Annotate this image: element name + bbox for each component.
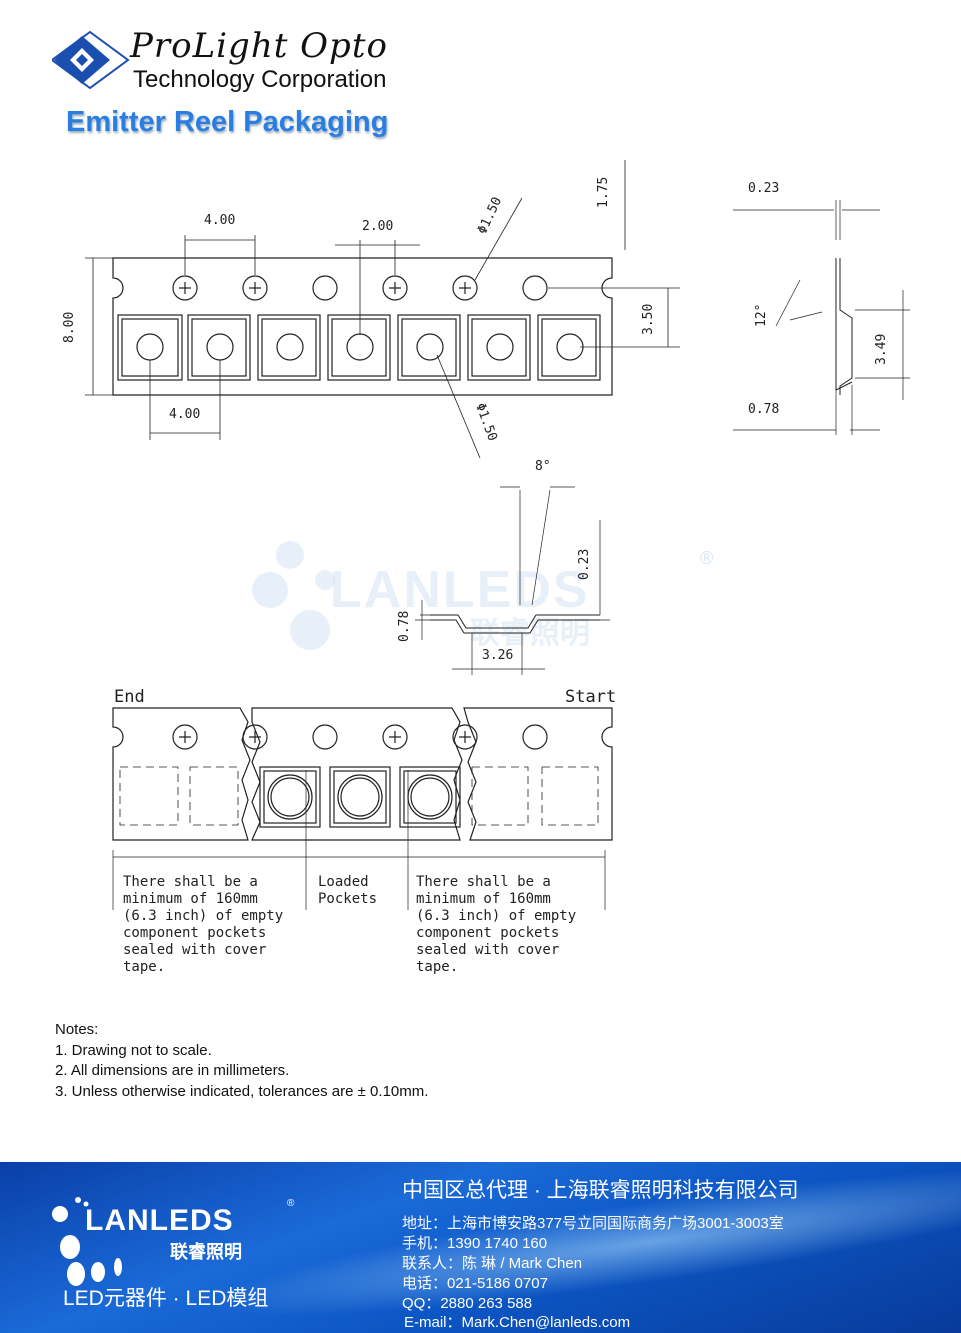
note-item: 3. Unless otherwise indicated, tolerance… [55, 1082, 429, 1100]
footer-contact: 联系人：陈 琳 / Mark Chen [402, 1255, 583, 1272]
sprocket-holes [172, 275, 548, 301]
note-item: 1. Drawing not to scale. [55, 1041, 212, 1059]
watermark-dots-icon [252, 541, 335, 650]
dim-height2: 0.78 [397, 611, 412, 642]
dim-offset-side: 3.50 [641, 304, 656, 335]
footer-company: 中国区总代理 · 上海联睿照明科技有限公司 [402, 1179, 799, 1202]
svg-text:There shall be a: There shall be a [123, 874, 258, 890]
svg-text:(6.3 inch) of empty: (6.3 inch) of empty [416, 908, 576, 924]
svg-text:Pockets: Pockets [318, 891, 377, 907]
svg-text:sealed with cover: sealed with cover [123, 942, 266, 958]
carrier-tape-top [85, 160, 680, 459]
dim-pitch-bottom: 4.00 [169, 407, 200, 422]
footer-qq: QQ：2880 263 588 [402, 1295, 533, 1312]
dim-hole-dia-top: Φ1.50 [475, 195, 505, 237]
dim-thickness2: 0.23 [577, 549, 592, 580]
svg-text:minimum of 160mm: minimum of 160mm [416, 891, 551, 907]
watermark-reg: ® [700, 548, 714, 568]
pocket-profile [415, 486, 610, 675]
dim-depth: 3.49 [874, 334, 889, 365]
svg-text:Loaded: Loaded [318, 874, 369, 890]
end-label: End [114, 687, 145, 707]
svg-text:component pockets: component pockets [416, 925, 559, 941]
dimension-lines [85, 160, 680, 459]
note-item: 2. All dimensions are in millimeters. [55, 1062, 290, 1079]
callout-right: There shall be a minimum of 160mm (6.3 i… [416, 874, 576, 975]
svg-text:tape.: tape. [416, 959, 458, 975]
dim-half-pitch: 2.00 [362, 219, 393, 234]
dim-angle: 12° [754, 304, 769, 327]
pockets [117, 314, 601, 381]
dim-angle2: 8° [535, 459, 551, 474]
footer-banner: LANLEDS ® 联睿照明 LED元器件 · LED模组 中国区总代理 · 上… [0, 1162, 961, 1333]
svg-text:There shall be a: There shall be a [416, 874, 551, 890]
footer-mobile: 手机：1390 1740 160 [402, 1235, 548, 1252]
svg-text:tape.: tape. [123, 959, 165, 975]
dim-thickness: 0.23 [748, 181, 779, 196]
notes: Notes: 1. Drawing not to scale. 2. All d… [55, 1020, 428, 1102]
lanleds-dots-icon [52, 1197, 122, 1286]
svg-text:(6.3 inch) of empty: (6.3 inch) of empty [123, 908, 283, 924]
footer-reg: ® [287, 1198, 295, 1209]
tape-side-view [733, 200, 910, 435]
svg-text:component pockets: component pockets [123, 925, 266, 941]
dim-hole-dia-bottom: Φ1.50 [472, 401, 499, 443]
footer-brand: LANLEDS [85, 1204, 234, 1237]
dim-pitch-top: 4.00 [204, 213, 235, 228]
dim-pocket-width: 3.26 [482, 648, 513, 663]
page-title: Emitter Reel Packaging [66, 106, 389, 138]
tape-drawing: 4.00 2.00 Φ1.50 1.75 8.00 3.50 4.00 Φ1.5… [62, 160, 910, 975]
footer-email[interactable]: E-mail：Mark.Chen@lanleds.com [404, 1314, 631, 1331]
watermark-brand: LANLEDS [330, 561, 590, 619]
dim-base: 0.78 [748, 402, 779, 417]
footer-phone: 电话：021-5186 0707 [402, 1275, 548, 1292]
callout-loaded: Loaded Pockets [318, 874, 377, 907]
dim-width: 8.00 [62, 312, 77, 343]
notes-heading: Notes: [55, 1021, 99, 1038]
svg-text:minimum of 160mm: minimum of 160mm [123, 891, 258, 907]
dim-offset-top: 1.75 [596, 177, 611, 208]
footer-brand-cn: 联睿照明 [170, 1242, 242, 1262]
logo-wordmark: ProLight Opto [130, 26, 388, 66]
carrier-tape-bottom [112, 707, 613, 910]
footer-address: 地址：上海市博安路377号立同国际商务广场3001-3003室 [402, 1215, 784, 1232]
svg-text:sealed with cover: sealed with cover [416, 942, 559, 958]
logo-subtitle: Technology Corporation [133, 66, 387, 93]
callout-left: There shall be a minimum of 160mm (6.3 i… [123, 874, 283, 975]
start-label: Start [565, 687, 616, 707]
prolight-logo-icon [52, 30, 130, 90]
footer-slogan: LED元器件 · LED模组 [63, 1287, 269, 1310]
